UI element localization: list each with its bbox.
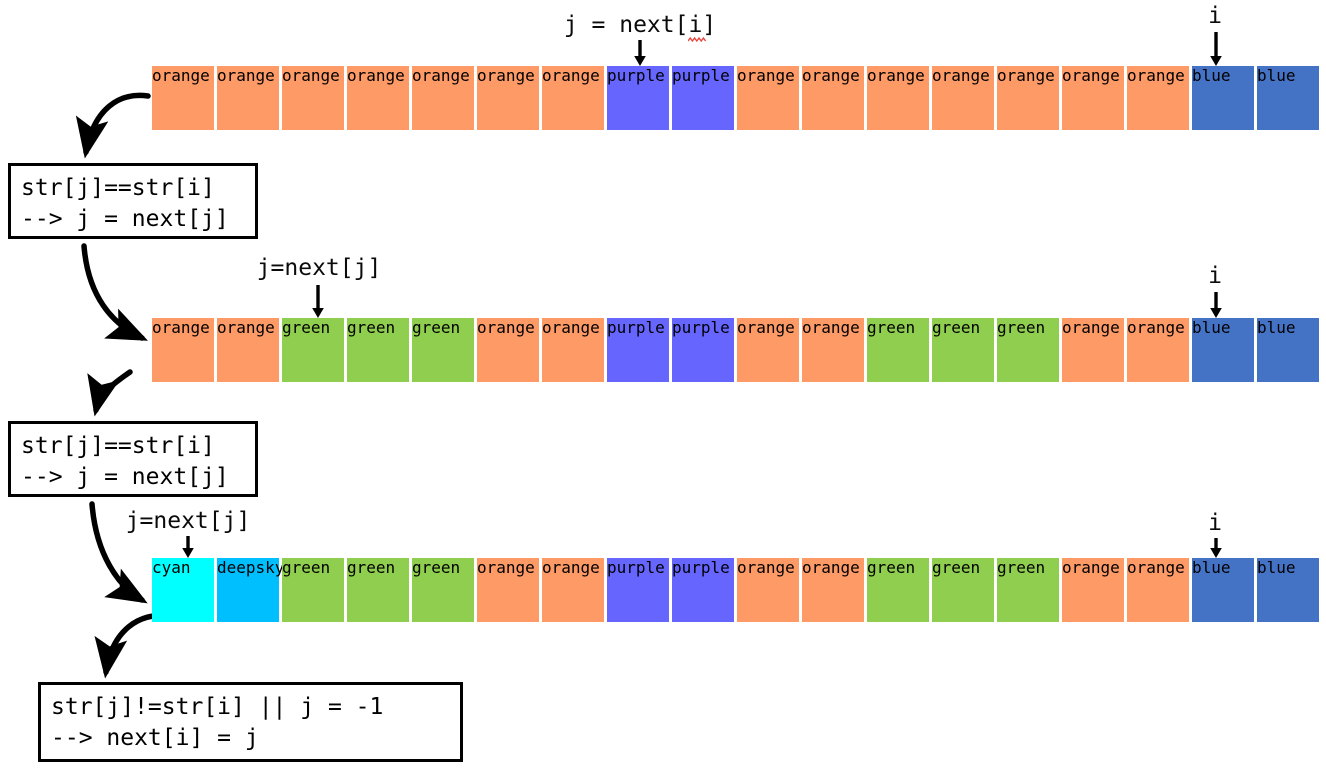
ptr-i-row1: i (1185, 3, 1245, 29)
ptr-i-row2: i (1185, 263, 1245, 289)
cell-r2-c7: orange (542, 318, 604, 382)
cell-r3-c17: blue (1192, 558, 1254, 622)
codebox-2-line-2: --> j = next[j] (21, 464, 229, 490)
ptr-j-next-i-row1-arrow (634, 40, 646, 66)
cell-r3-c1: cyan (152, 558, 214, 622)
codebox-2-line-1: str[j]==str[i] (21, 433, 215, 459)
flow-row1-to-box1 (75, 92, 151, 159)
cell-r2-c3: green (282, 318, 344, 382)
cell-r1-c9: purple (672, 66, 734, 130)
cell-r1-c12: orange (867, 66, 929, 130)
cell-r3-c11: orange (802, 558, 864, 622)
codebox-1: str[j]==str[i] --> j = next[j] (8, 163, 258, 239)
codebox-3-line-1: str[j]!=str[i] || j = -1 (51, 694, 384, 720)
cell-r2-c15: orange (1062, 318, 1124, 382)
ptr-i-row3: i (1185, 510, 1245, 536)
ptr-j-next-j-row3-label: j=next[j] (125, 508, 251, 534)
codebox-3: str[j]!=str[i] || j = -1 --> next[i] = j (38, 682, 463, 762)
ptr-j-next-j-row3-arrow (182, 536, 194, 558)
cell-r1-c18: blue (1257, 66, 1319, 130)
cell-r3-c3: green (282, 558, 344, 622)
cell-r3-c9: purple (672, 558, 734, 622)
ptr-j-next-j-row3: j=next[j] (112, 508, 264, 534)
codebox-3-line-2: --> next[i] = j (51, 725, 259, 751)
cell-r3-c13: green (932, 558, 994, 622)
cell-r1-c10: orange (737, 66, 799, 130)
ptr-i-row1-label: i (1208, 3, 1222, 29)
cell-r3-c14: green (997, 558, 1059, 622)
cell-r2-c13: green (932, 318, 994, 382)
cell-r2-c2: orange (217, 318, 279, 382)
cell-r2-c4: green (347, 318, 409, 382)
cell-r2-c5: green (412, 318, 474, 382)
cell-r2-c8: purple (607, 318, 669, 382)
flow-row3-to-box3 (94, 612, 171, 679)
cell-r3-c2: deepskyblue (217, 558, 323, 622)
codebox-2: str[j]==str[i] --> j = next[j] (8, 421, 258, 497)
cell-r1-c2: orange (217, 66, 279, 130)
cell-r2-c10: orange (737, 318, 799, 382)
flow-box1-to-row2 (81, 243, 148, 341)
cell-r1-c15: orange (1062, 66, 1124, 130)
cell-r2-c18: blue (1257, 318, 1319, 382)
cell-r1-c11: orange (802, 66, 864, 130)
cell-r1-c13: orange (932, 66, 994, 130)
flow-row2-to-box2 (87, 369, 133, 417)
ptr-i-row1-arrow (1210, 32, 1222, 66)
cell-r2-c12: green (867, 318, 929, 382)
cell-r3-c5: green (412, 558, 474, 622)
ptr-i-row3-label: i (1208, 510, 1222, 536)
cell-r1-c7: orange (542, 66, 604, 130)
ptr-j-next-j-row2: j=next[j] (243, 255, 395, 281)
cell-r3-c16: orange (1127, 558, 1189, 622)
cell-r2-c9: purple (672, 318, 734, 382)
cell-r3-c7: orange (542, 558, 604, 622)
cell-r2-c6: orange (477, 318, 539, 382)
cell-r3-c8: purple (607, 558, 669, 622)
ptr-i-row3-arrow (1210, 538, 1222, 558)
cell-r2-c1: orange (152, 318, 214, 382)
cell-r2-c14: green (997, 318, 1059, 382)
cell-r3-c4: green (347, 558, 409, 622)
cell-r3-c12: green (867, 558, 929, 622)
ptr-j-next-j-row2-arrow (312, 285, 324, 318)
cell-r2-c16: orange (1127, 318, 1189, 382)
ptr-i-row2-arrow (1210, 292, 1222, 318)
cell-r2-c17: blue (1192, 318, 1254, 382)
cell-r3-c15: orange (1062, 558, 1124, 622)
cell-r1-c3: orange (282, 66, 344, 130)
cell-r1-c16: orange (1127, 66, 1189, 130)
codebox-1-line-1: str[j]==str[i] (21, 175, 215, 201)
cell-r1-c5: orange (412, 66, 474, 130)
cell-r1-c6: orange (477, 66, 539, 130)
cell-r3-c6: orange (477, 558, 539, 622)
cell-r3-c18: blue (1257, 558, 1319, 622)
ptr-j-next-i-row1: j = next[i] (551, 12, 729, 38)
ptr-j-next-j-row2-label: j=next[j] (256, 255, 382, 281)
cell-r1-c4: orange (347, 66, 409, 130)
cell-r1-c14: orange (997, 66, 1059, 130)
codebox-1-line-2: --> j = next[j] (21, 206, 229, 232)
cell-r1-c1: orange (152, 66, 214, 130)
cell-r1-c8: purple (607, 66, 669, 130)
ptr-i-row2-label: i (1208, 263, 1222, 289)
ptr-j-next-i-row1-label: j = next[i] (563, 12, 717, 38)
cell-r2-c11: orange (802, 318, 864, 382)
cell-r1-c17: blue (1192, 66, 1254, 130)
cell-r3-c10: orange (737, 558, 799, 622)
